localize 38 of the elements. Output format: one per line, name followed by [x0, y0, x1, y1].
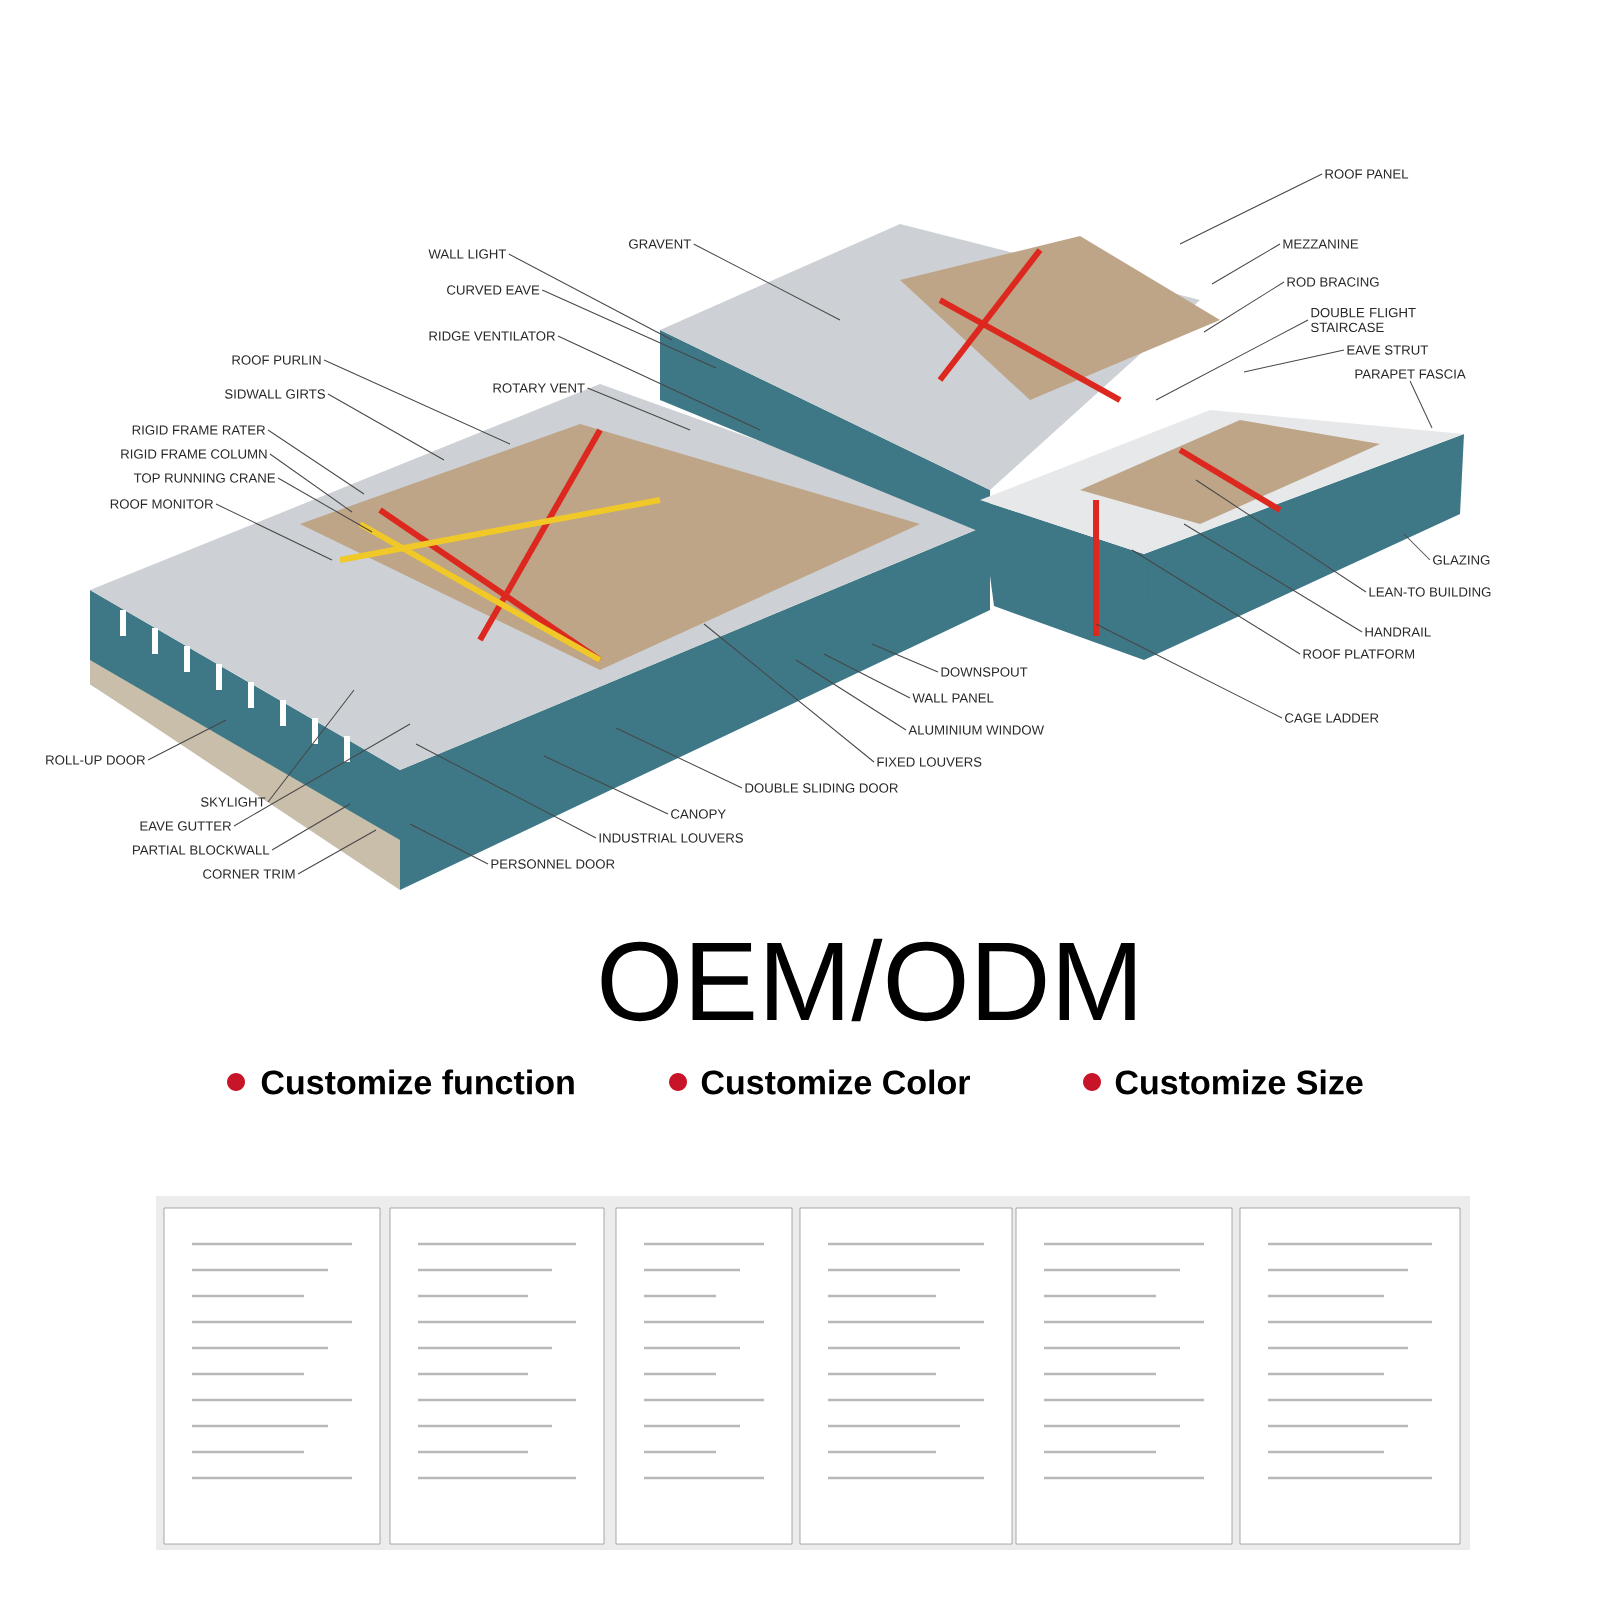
leader-line [215, 503, 333, 561]
leader-line [1179, 173, 1323, 245]
leader-line [1211, 243, 1281, 285]
leader-line [271, 803, 351, 851]
leader-line [703, 623, 875, 763]
leader-line [541, 289, 717, 369]
leader-line [1155, 319, 1309, 401]
leader-line [297, 829, 377, 875]
leader-line [1403, 533, 1431, 561]
bullet-item: Customize Size [1083, 1069, 1363, 1095]
leader-line [277, 477, 373, 533]
bullet-item: Customize Color [669, 1069, 970, 1095]
leader-line [586, 387, 691, 431]
leader-line [543, 755, 669, 815]
leader-line [557, 335, 761, 431]
leader-line [1095, 623, 1283, 719]
leader-line [233, 723, 411, 827]
leader-line [693, 243, 841, 321]
leader-line [415, 743, 597, 839]
leader-line [323, 359, 511, 445]
heading: OEM/ODM [601, 938, 1135, 1022]
leader-line [269, 453, 353, 513]
leader-line [327, 393, 445, 461]
leader-line [823, 653, 911, 699]
leader-line [1409, 380, 1433, 429]
leader-line [267, 429, 365, 495]
leader-line [615, 727, 743, 789]
leader-line [1195, 479, 1367, 593]
leader-line [267, 689, 355, 803]
leader-line [147, 719, 227, 761]
leader-line [1243, 349, 1345, 373]
leader-line [795, 659, 907, 731]
leader-line [871, 643, 939, 673]
leader-line [1183, 523, 1363, 633]
leader-line [1203, 281, 1285, 333]
leader-line [508, 253, 673, 341]
leader-line [1131, 549, 1301, 655]
bullet-item: Customize function [227, 1069, 574, 1095]
